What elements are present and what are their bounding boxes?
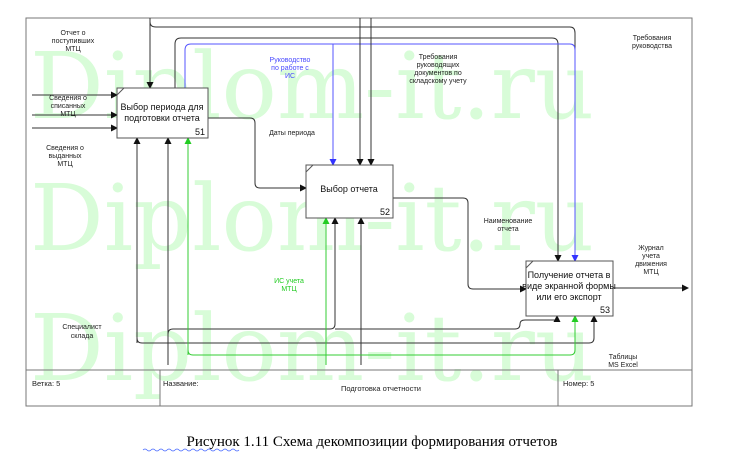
svg-text:подготовки отчета: подготовки отчета [124, 113, 199, 123]
control-manual [184, 43, 579, 262]
label-written-off: Сведения о списанных МТЦ [49, 95, 87, 118]
label-manual: Руководство по работе с ИС [270, 57, 311, 80]
svg-text:53: 53 [600, 305, 610, 315]
svg-text:МТЦ: МТЦ [65, 46, 81, 53]
footer-branch: Ветка: 5 [32, 379, 60, 388]
svg-text:Diplom-it.ru: Diplom-it.ru [30, 295, 594, 402]
svg-text:Наименование: Наименование [484, 218, 533, 225]
activity-box-53[interactable]: Получение отчета в виде экранной формы и… [522, 260, 616, 317]
activity-box-51[interactable]: Выбор периода для подготовки отчета 51 [116, 87, 209, 139]
label-received: Отчет о поступивших МТЦ [52, 30, 95, 53]
svg-text:МТЦ: МТЦ [57, 161, 73, 168]
footer-name: Подготовка отчетности [341, 384, 421, 393]
svg-text:или его экспорт: или его экспорт [536, 292, 601, 302]
svg-text:Требования: Требования [633, 34, 672, 42]
svg-text:движения: движения [635, 261, 667, 268]
svg-text:руководящих: руководящих [417, 62, 460, 69]
svg-text:ИС учета: ИС учета [274, 278, 304, 285]
label-requirements-docs: Требования руководящих документов по скл… [409, 53, 467, 85]
label-is-mtc: ИС учета МТЦ [274, 278, 304, 293]
svg-text:Требования: Требования [419, 53, 458, 61]
svg-text:MS Excel: MS Excel [608, 362, 638, 369]
svg-text:руководства: руководства [632, 43, 672, 50]
svg-text:по работе с: по работе с [271, 64, 309, 72]
label-excel: Таблицы MS Excel [608, 353, 638, 369]
svg-text:Отчет о: Отчет о [60, 30, 85, 37]
svg-text:поступивших: поступивших [52, 38, 95, 45]
svg-text:МТЦ: МТЦ [281, 286, 297, 293]
figure-caption: Рисунок 1.11 Схема декомпозиции формиров… [186, 434, 557, 450]
svg-text:Журнал: Журнал [638, 245, 664, 252]
svg-text:52: 52 [380, 207, 390, 217]
svg-text:Выбор отчета: Выбор отчета [320, 184, 378, 194]
activity-box-52[interactable]: Выбор отчета 52 [305, 164, 394, 219]
label-requirements-mgmt: Требования руководства [632, 34, 672, 50]
label-journal: Журнал учета движения МТЦ [635, 245, 667, 276]
svg-text:учета: учета [642, 253, 660, 260]
svg-text:Получение отчета в: Получение отчета в [528, 270, 611, 280]
svg-text:складскому учету: складскому учету [409, 78, 467, 85]
diagram-frame [25, 17, 693, 407]
svg-text:ИС: ИС [285, 73, 295, 80]
svg-text:Diplom-it.ru: Diplom-it.ru [30, 33, 594, 140]
svg-text:отчета: отчета [497, 226, 518, 233]
spellcheck-underline [142, 448, 240, 452]
svg-text:51: 51 [195, 127, 205, 137]
svg-text:виде экранной формы: виде экранной формы [522, 281, 616, 291]
label-period-dates: Даты периода [269, 130, 315, 137]
label-report-name: Наименование отчета [484, 218, 533, 233]
svg-text:Сведения о: Сведения о [46, 145, 84, 152]
svg-text:МТЦ: МТЦ [60, 111, 76, 118]
svg-text:склада: склада [71, 333, 94, 340]
svg-text:документов по: документов по [414, 70, 462, 77]
svg-text:Выбор периода для: Выбор периода для [121, 102, 204, 112]
flow-report-name [393, 197, 527, 293]
footer-number: Номер: 5 [563, 379, 594, 388]
svg-text:выданных: выданных [49, 153, 82, 160]
svg-text:списанных: списанных [51, 103, 86, 110]
svg-text:Специалист: Специалист [62, 324, 102, 331]
control-doc-requirements [174, 37, 562, 262]
svg-text:Сведения о: Сведения о [49, 95, 87, 102]
svg-text:Таблицы: Таблицы [609, 353, 638, 361]
flow-period-dates [208, 117, 307, 192]
label-specialist: Специалист склада [62, 324, 102, 340]
svg-text:Руководство: Руководство [270, 57, 311, 64]
label-issued: Сведения о выданных МТЦ [46, 145, 84, 168]
svg-text:МТЦ: МТЦ [643, 269, 659, 276]
footer-name-label: Название: [163, 379, 199, 388]
arrows [32, 18, 689, 365]
